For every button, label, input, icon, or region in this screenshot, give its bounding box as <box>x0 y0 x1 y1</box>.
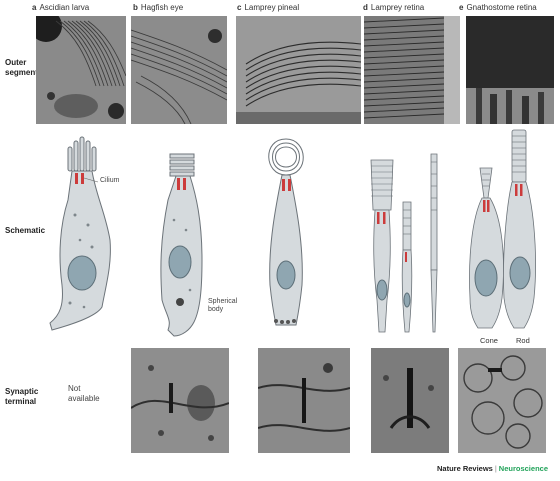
micrograph-outer-segment-e <box>466 16 554 124</box>
credit-journal: Neuroscience <box>498 464 548 473</box>
micrograph-synaptic-d <box>371 348 449 453</box>
journal-credit: Nature Reviews|Neuroscience <box>436 464 548 473</box>
schematic-cell-a <box>40 135 132 335</box>
schematic-cells-e <box>468 128 558 338</box>
micrograph-outer-segment-a <box>36 16 126 124</box>
schematic-cell-b <box>152 150 210 340</box>
row-label-schematic: Schematic <box>5 226 46 235</box>
label-rod: Rod <box>516 336 530 345</box>
micrograph-outer-segment-d <box>364 16 460 124</box>
micrograph-outer-segment-c <box>236 16 361 124</box>
schematic-cells-d <box>365 150 455 335</box>
annotation-cilium: Cilium <box>100 177 120 184</box>
micrograph-synaptic-e <box>458 348 546 453</box>
micrograph-synaptic-b <box>131 348 229 453</box>
credit-publisher: Nature Reviews <box>436 464 493 473</box>
label-cone: Cone <box>480 336 498 345</box>
micrograph-outer-segment-b <box>131 16 227 124</box>
micrograph-synaptic-c <box>258 348 350 453</box>
schematic-cell-c <box>258 135 314 335</box>
